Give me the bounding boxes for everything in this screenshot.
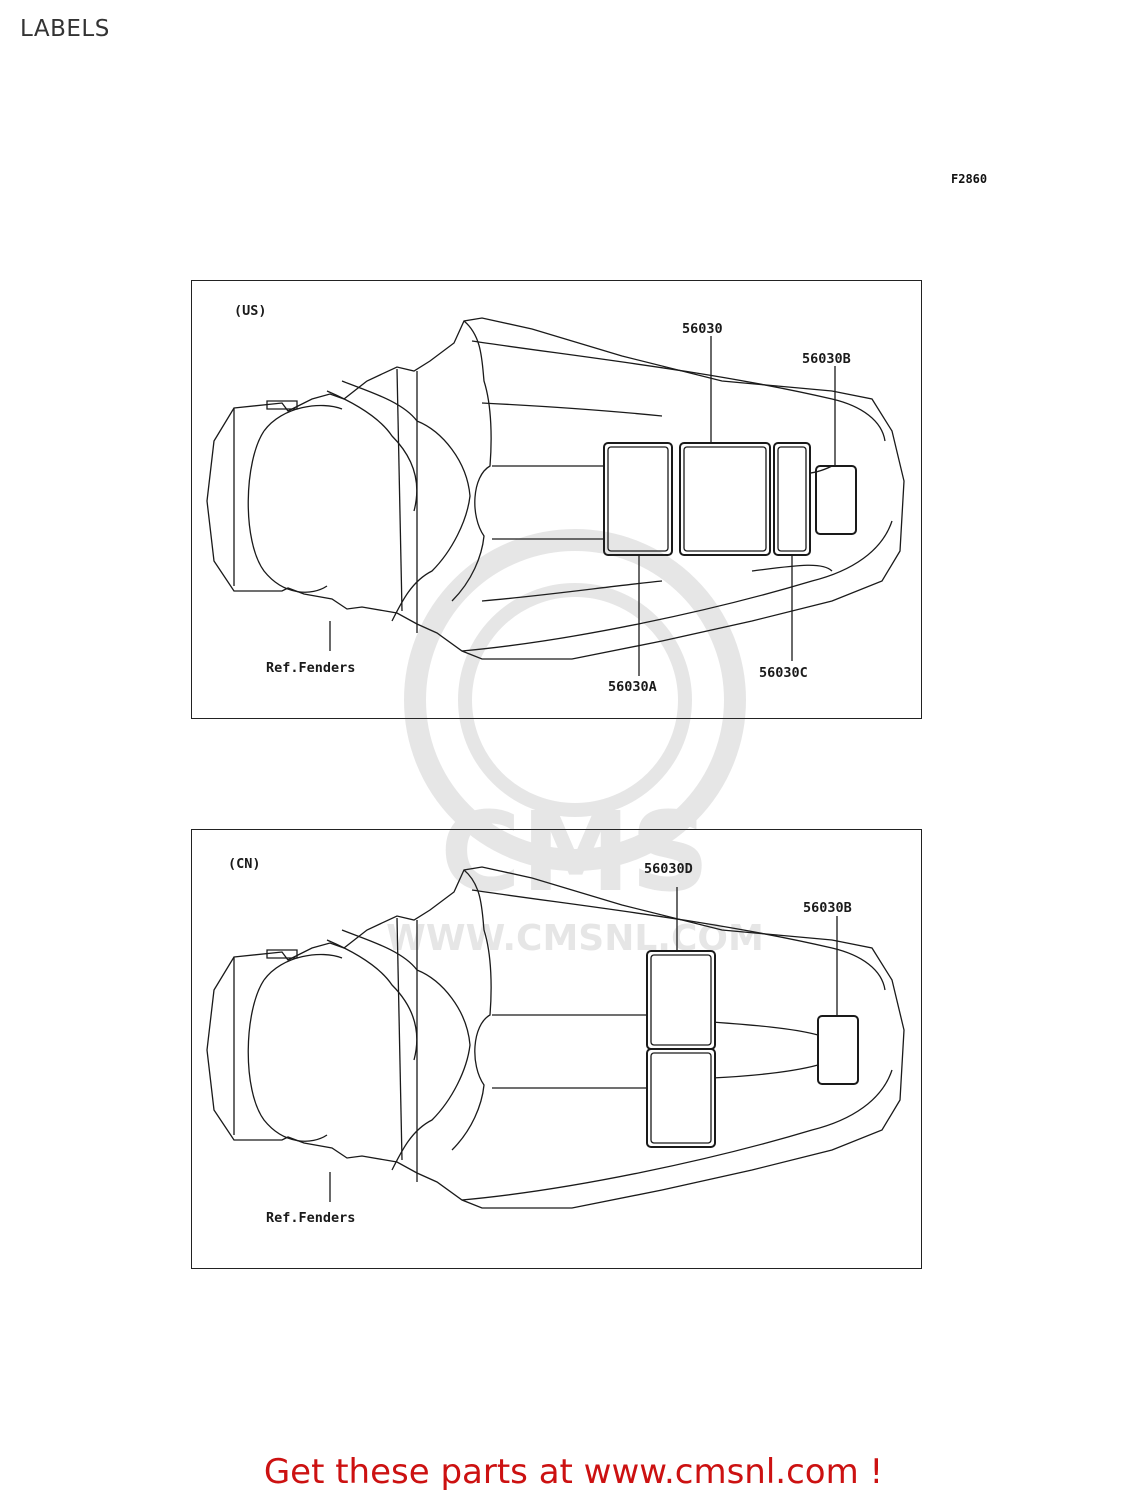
callout-ref-fenders: Ref.Fenders: [266, 660, 355, 676]
diagram-panel-cn: (CN) 56030D 56030B Ref.Fenders: [191, 829, 922, 1269]
callout-56030a: 56030A: [608, 679, 657, 695]
figure-code: F2860: [951, 172, 988, 186]
callout-56030: 56030: [682, 321, 723, 337]
callout-ref-fenders: Ref.Fenders: [266, 1210, 355, 1226]
diagram-panel-us: (US) 56030 56030B 56030A 56030C Ref.Fend…: [191, 280, 922, 719]
fender-diagram-us: (US) 56030 56030B 56030A 56030C Ref.Fend…: [206, 303, 905, 695]
region-label-us: (US): [234, 303, 267, 319]
callout-56030b: 56030B: [803, 900, 852, 916]
page-title: LABELS: [20, 16, 110, 42]
fender-diagram-cn: (CN) 56030D 56030B Ref.Fenders: [206, 856, 905, 1226]
callout-56030b: 56030B: [802, 351, 851, 367]
region-label-cn: (CN): [228, 856, 261, 872]
callout-56030c: 56030C: [759, 665, 808, 681]
promo-link[interactable]: Get these parts at www.cmsnl.com !: [263, 1452, 884, 1492]
callout-56030d: 56030D: [644, 861, 693, 877]
